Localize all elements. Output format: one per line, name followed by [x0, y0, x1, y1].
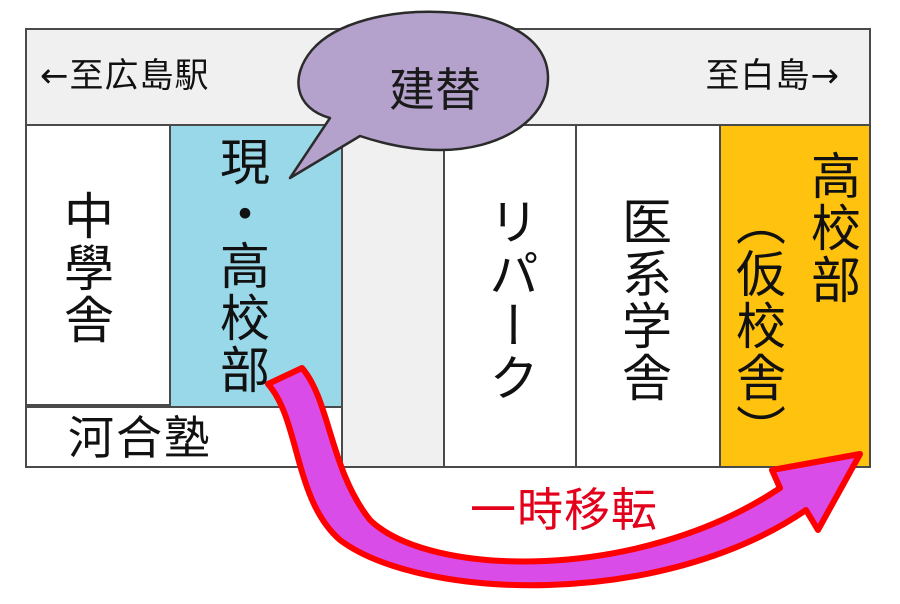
middle-school-label: 中學舎 — [56, 190, 114, 346]
temporary-high-school-building — [719, 126, 871, 468]
current-high-school-label: 現・高校部 — [212, 136, 270, 396]
medical-school-building — [575, 126, 721, 468]
temporary-campus-note: （仮校舎） — [728, 196, 786, 456]
kawaijuku-label: 河合塾 — [68, 411, 212, 465]
rebuild-label: 建替 — [389, 63, 481, 117]
rebuild-speech-bubble — [288, 10, 550, 180]
ripark-label: リパーク — [481, 196, 539, 404]
relocation-label: 一時移転 — [470, 483, 658, 537]
temporary-high-school-label: 高校部 — [803, 150, 861, 306]
direction-hakushima: 至白島→ — [705, 56, 840, 96]
medical-school-label: 医系学舎 — [614, 196, 672, 404]
ripark-building — [443, 126, 577, 468]
relocation-arrow — [265, 365, 863, 589]
direction-hiroshima-station: ←至広島駅 — [40, 56, 210, 96]
